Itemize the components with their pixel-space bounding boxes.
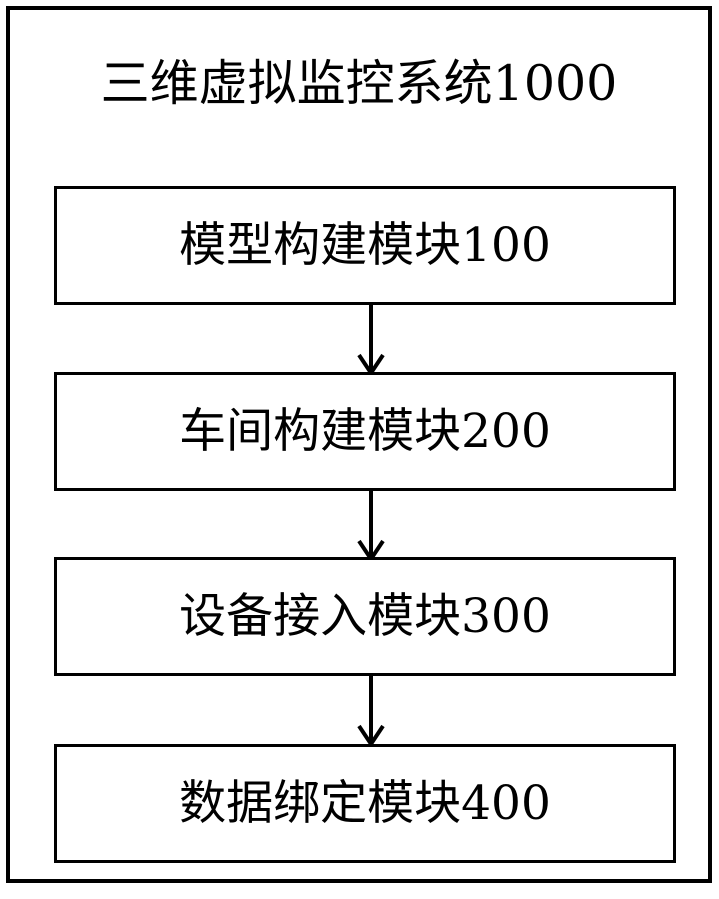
module-box-workshop-construction[interactable]: 车间构建模块200 xyxy=(54,372,676,491)
connector-arrow-300-to-400 xyxy=(354,676,388,746)
module-box-data-binding[interactable]: 数据绑定模块400 xyxy=(54,744,676,863)
arrow-down-icon xyxy=(357,676,385,746)
module-label-200: 车间构建模块200 xyxy=(179,403,551,459)
connector-arrow-100-to-200 xyxy=(354,305,388,375)
module-label-300: 设备接入模块300 xyxy=(179,588,551,644)
module-label-400: 数据绑定模块400 xyxy=(179,775,551,831)
module-label-100: 模型构建模块100 xyxy=(179,217,551,273)
module-box-device-access[interactable]: 设备接入模块300 xyxy=(54,557,676,676)
connector-arrow-200-to-300 xyxy=(354,491,388,561)
module-box-model-construction[interactable]: 模型构建模块100 xyxy=(54,186,676,305)
arrow-down-icon xyxy=(357,491,385,561)
arrow-down-icon xyxy=(357,305,385,375)
system-container-三维虚拟监控系统1000: 三维虚拟监控系统1000 模型构建模块100 车间构建模块200 设备接入模块3… xyxy=(6,6,712,883)
system-title: 三维虚拟监控系统1000 xyxy=(100,55,618,112)
